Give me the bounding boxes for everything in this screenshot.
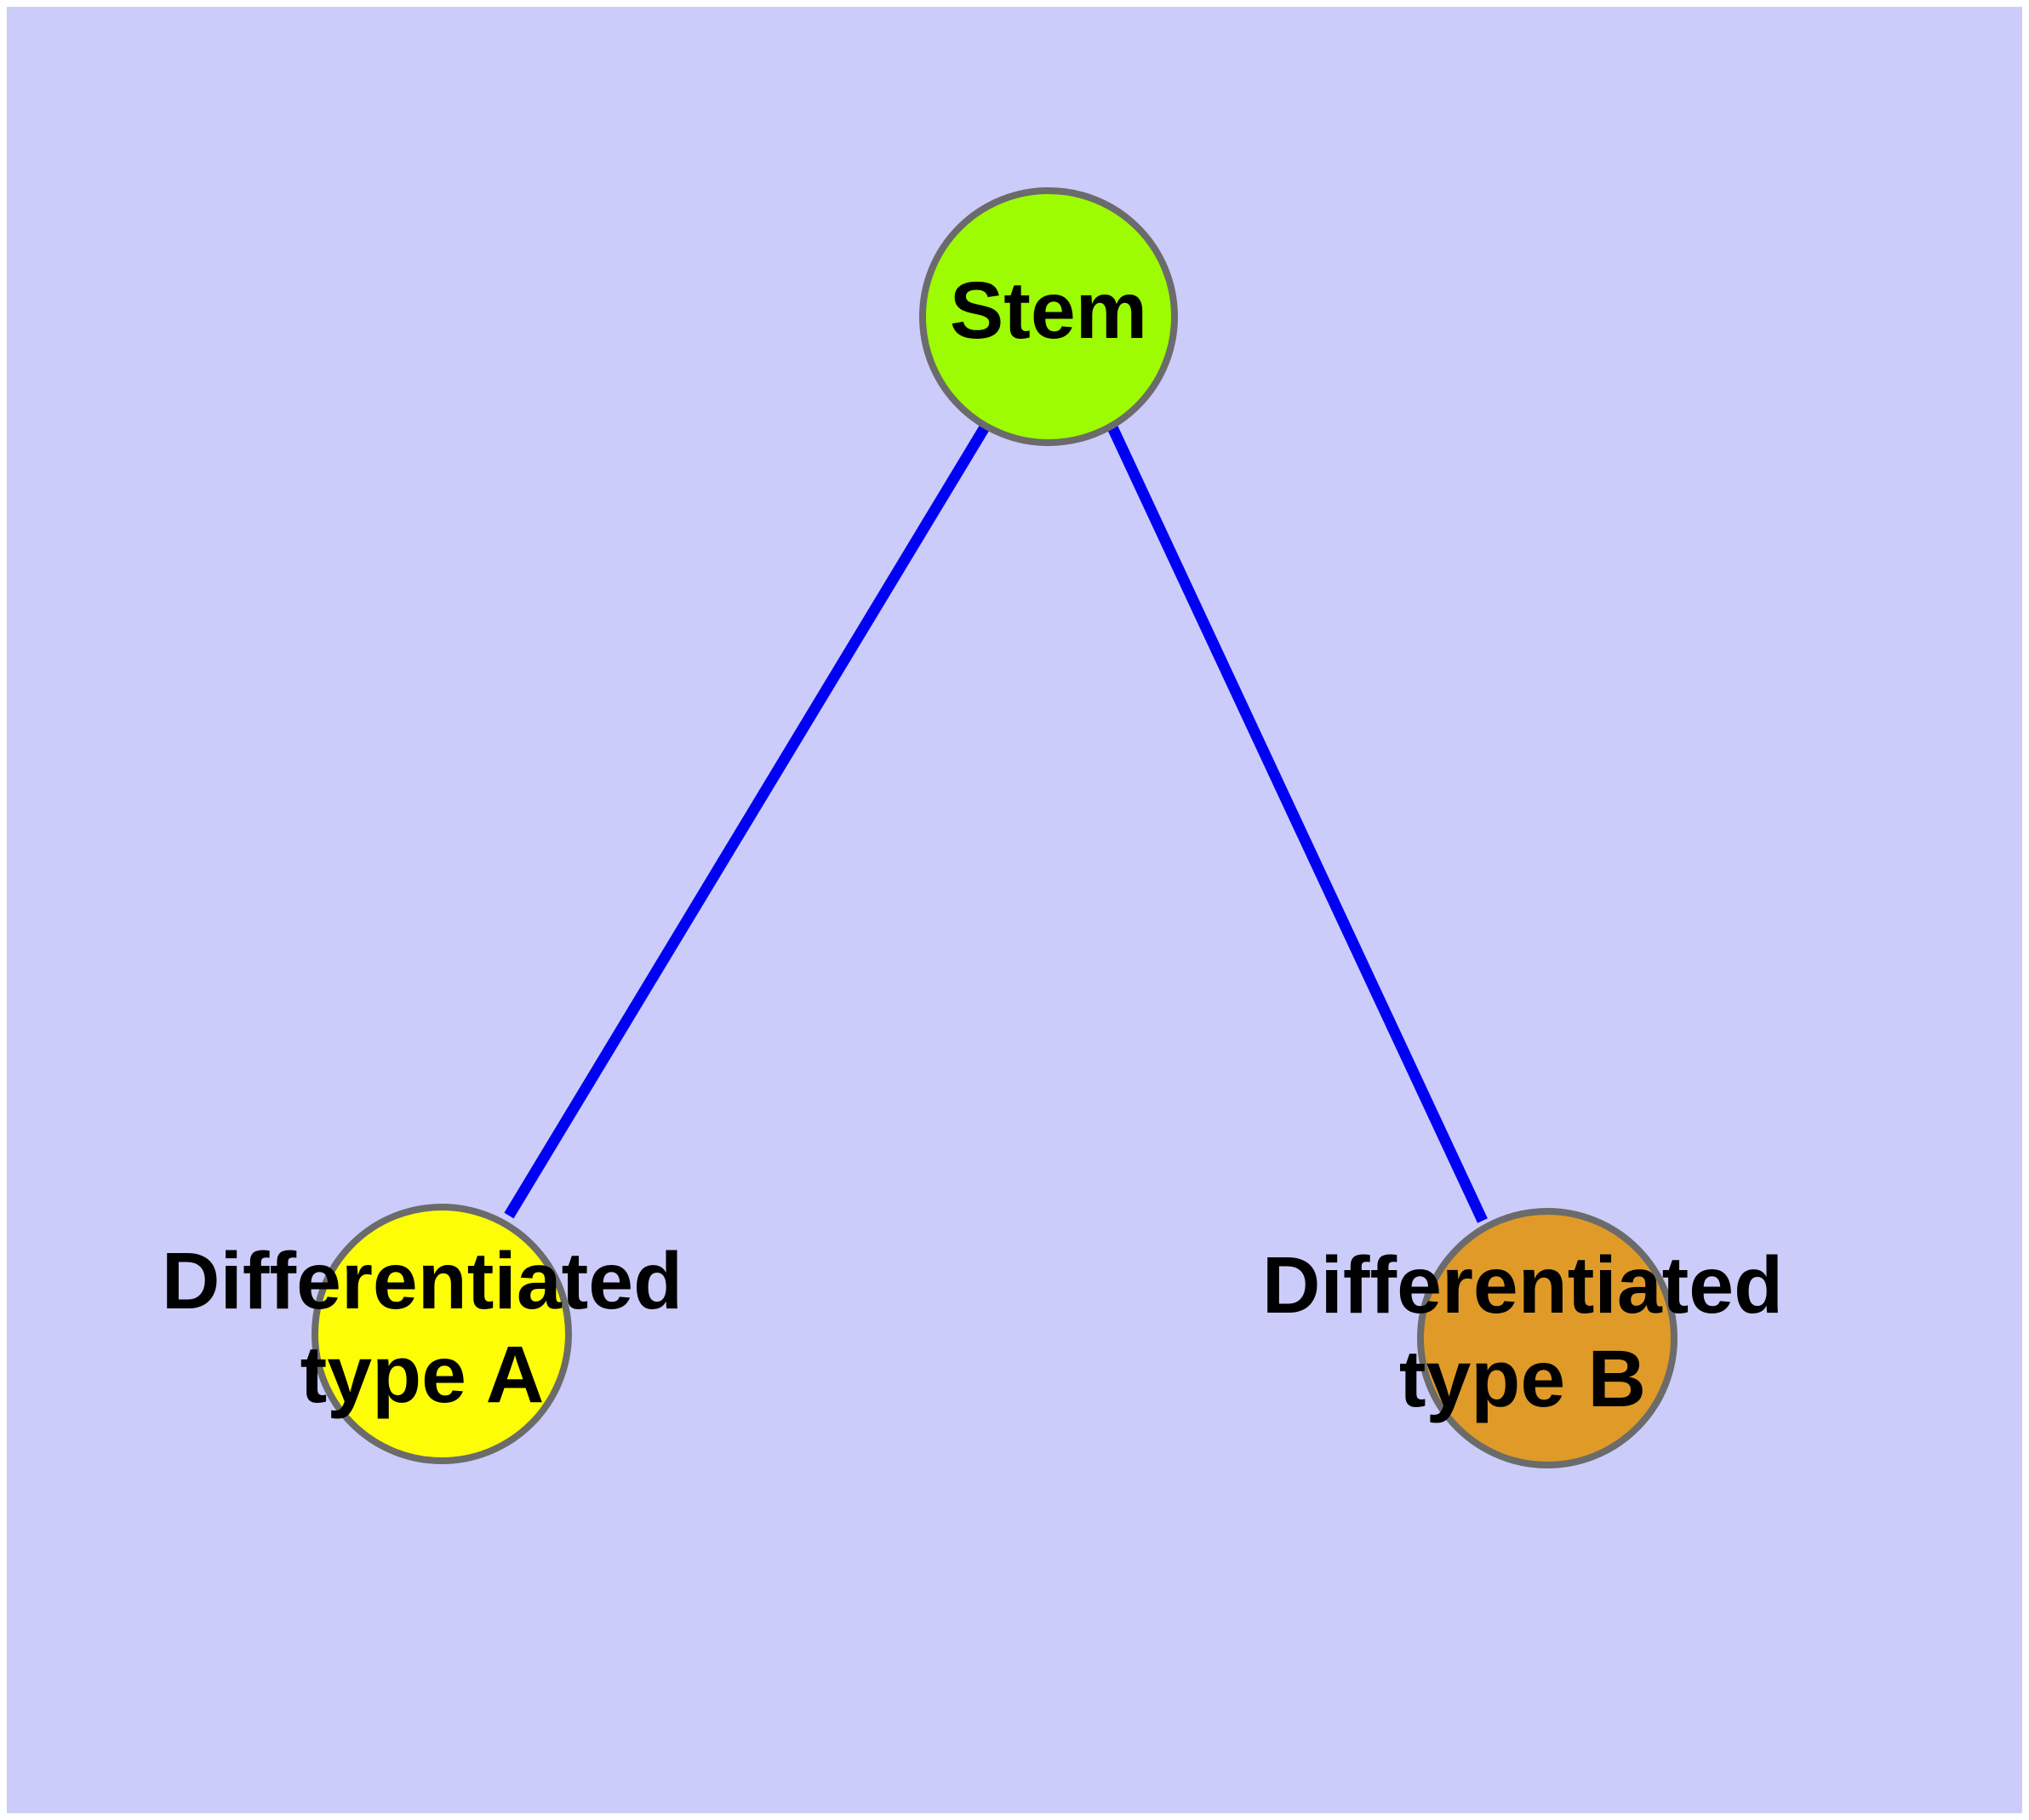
node-differentiated-type-a[interactable] <box>311 1204 572 1464</box>
edge-stem-to-differentiated-type-b[interactable] <box>1107 425 1488 1223</box>
node-differentiated-type-b[interactable] <box>1417 1208 1677 1468</box>
edge-stem-to-differentiated-type-a[interactable] <box>504 424 990 1219</box>
node-layer <box>311 187 1677 1468</box>
edge-layer <box>504 424 1488 1223</box>
node-stem[interactable] <box>919 187 1178 446</box>
node-label-stem: Stem <box>950 266 1147 356</box>
